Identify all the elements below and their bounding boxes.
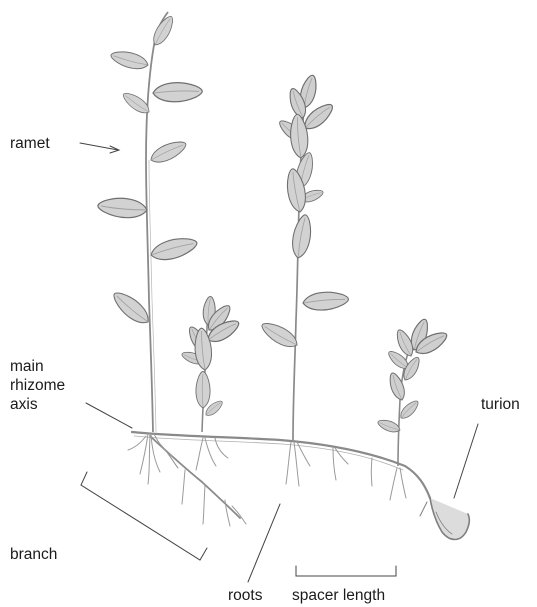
- turion-label: turion: [481, 395, 520, 414]
- main-rhizome-axis-label: main rhizome axis: [10, 357, 65, 414]
- spacer-length-label: spacer length: [292, 586, 385, 605]
- roots: [128, 434, 406, 526]
- main-rhizome-axis-label-line3: axis: [10, 395, 65, 414]
- main-rhizome-axis-label-line2: rhizome: [10, 376, 65, 395]
- ramet-label: ramet: [10, 134, 50, 153]
- main-rhizome-axis-label-line1: main: [10, 357, 65, 376]
- ramet-right: [376, 317, 450, 466]
- main-rhizome: [132, 432, 430, 498]
- branch-label: branch: [10, 545, 57, 564]
- turion-pointer: [454, 424, 478, 498]
- rhizome-pointer: [86, 403, 132, 428]
- ramet-middle: [258, 74, 349, 440]
- spacer-bracket: [296, 566, 396, 576]
- ramet-small: [180, 296, 242, 432]
- roots-pointer: [248, 504, 280, 582]
- branch-bracket: [81, 472, 207, 560]
- roots-label: roots: [228, 586, 262, 605]
- ramet-tall: [97, 12, 202, 432]
- turion: [420, 498, 469, 540]
